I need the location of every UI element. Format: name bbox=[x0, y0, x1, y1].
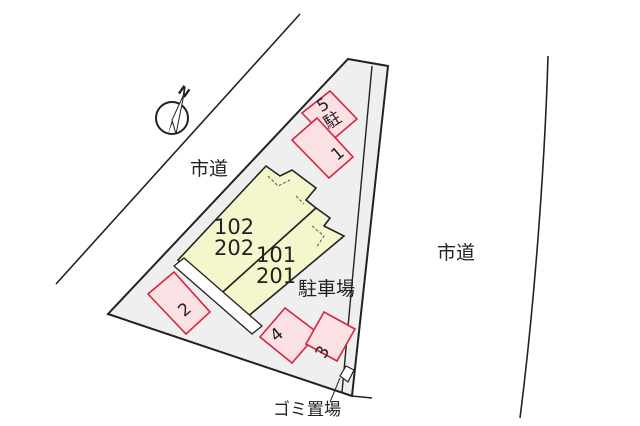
road-edge-right bbox=[519, 55, 549, 419]
unit-number-202: 202 bbox=[214, 236, 255, 260]
unit-number-201: 201 bbox=[256, 264, 297, 288]
unit-number-102: 102 bbox=[214, 215, 255, 239]
lot-bottom-edge bbox=[351, 395, 373, 399]
garbage-lead-line bbox=[329, 377, 341, 403]
unit-number-101: 101 bbox=[256, 243, 297, 267]
parking-space-1 bbox=[290, 116, 355, 180]
parking-space-2 bbox=[146, 270, 212, 336]
north-arrow-icon bbox=[155, 93, 189, 135]
street-label-east: 市道 bbox=[437, 242, 476, 264]
unit-label-102-202: 102 202 bbox=[214, 217, 254, 259]
parking-label: 駐車場 bbox=[298, 278, 356, 300]
street-label-west: 市道 bbox=[190, 158, 229, 180]
garbage-area-label: ゴミ置場 bbox=[273, 400, 341, 420]
road-edge-left bbox=[55, 13, 301, 285]
unit-label-101-201: 101 201 bbox=[256, 245, 296, 287]
parking-space-3 bbox=[304, 310, 357, 363]
garbage-area-box bbox=[339, 365, 355, 383]
building-balcony bbox=[172, 257, 264, 335]
